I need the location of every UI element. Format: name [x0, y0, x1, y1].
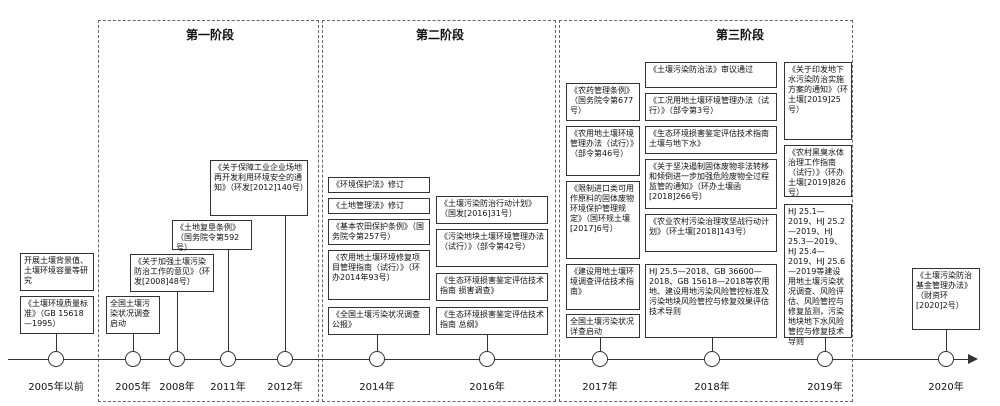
timeline-node-2017 [592, 351, 608, 367]
event-2018-industrial-land: 《工况用地土壤环境管理办法（试行）》（部令第3号） [645, 93, 777, 121]
event-2012-notice: 《关于保障工业企业场地再开发利用环境安全的通知》（环发[2012]140号） [210, 160, 308, 216]
event-2019-groundwater: 《关于印发地下水污染防治实施方案的通知》（环土壤[2019]25号） [784, 62, 852, 140]
event-2017-farmland-management: 《农用地土壤环境管理办法（试行）》（部令第46号） [566, 126, 640, 176]
event-2017-site-guide: 《建设用地土壤环境调查评估技术指南》 [566, 264, 640, 310]
timeline-arrow-icon [968, 354, 978, 364]
year-label-2012: 2012年 [267, 382, 303, 393]
event-2019-black-water: 《农村黑臭水体治理工作指南（试行）》（环办土壤[2019]826号） [784, 145, 852, 197]
connector-2017 [600, 338, 601, 351]
event-pre2005-standard: 《土壤环境质量标准》（GB 15618—1995） [20, 296, 94, 334]
event-2011-regulation: 《土地复垦条例》（国务院令第592号） [172, 220, 252, 252]
event-2016-damage-general: 《生态环境损害鉴定评估技术指南 总纲》 [436, 307, 548, 335]
year-label-2011: 2011年 [210, 382, 246, 393]
event-pre2005-research: 开展土壤背景值、土壤环境容量等研究 [20, 253, 94, 291]
stage-3-title: 第三阶段 [715, 28, 764, 42]
timeline-node-2012 [277, 351, 293, 367]
event-2017-import-waste: 《限制进口类可用作原料的固体废物环境保护管理规定》（国环规土壤[2017]6号） [566, 181, 640, 259]
year-label-2017: 2017年 [582, 382, 618, 393]
year-label-2019: 2019年 [807, 382, 843, 393]
event-2018-standards: HJ 25.5—2018、GB 36600—2018、GB 15618—2018… [645, 264, 777, 338]
connector-2012 [285, 216, 286, 351]
stage-1-title: 第一阶段 [185, 28, 234, 42]
event-2016-contaminated-site: 《污染地块土壤环境管理办法（试行）》（部令第42号） [436, 229, 548, 267]
event-2017-pesticide: 《农药管理条例》（国务院令第677号） [566, 83, 640, 121]
timeline-node-2019 [817, 351, 833, 367]
year-label-2014: 2014年 [359, 382, 395, 393]
connector-2011 [228, 250, 229, 351]
year-label-2018: 2018年 [694, 382, 730, 393]
connector-2014 [377, 335, 378, 351]
connector-2019 [825, 338, 826, 351]
event-2008-opinion: 《关于加强土壤污染防治工作的意见》（环发[2008]48号） [130, 254, 214, 292]
event-2017-detailed-survey: 全国土壤污染状况详查启动 [566, 314, 640, 338]
year-label-pre2005: 2005年以前 [28, 382, 84, 393]
timeline-node-2020 [938, 351, 954, 367]
timeline-node-pre2005 [48, 351, 64, 367]
timeline-node-2008 [169, 351, 185, 367]
event-2016-action-plan: 《土壤污染防治行动计划》（国发[2016]31号） [436, 196, 548, 224]
event-2014-land-law: 《土地管理法》修订 [328, 198, 430, 214]
year-label-2016: 2016年 [469, 382, 505, 393]
year-label-2005: 2005年 [115, 382, 151, 393]
year-label-2008: 2008年 [159, 382, 195, 393]
stage-3-frame [559, 20, 853, 402]
timeline-node-2014 [369, 351, 385, 367]
event-2005-survey: 全国土壤污染状况调查启动 [106, 296, 160, 334]
timeline-node-2011 [220, 351, 236, 367]
connector-2020 [946, 330, 947, 351]
event-2014-bulletin: 《全国土壤污染状况调查公报》 [328, 307, 430, 335]
connector-2018 [712, 338, 713, 351]
year-label-2020: 2020年 [928, 382, 964, 393]
timeline-node-2018 [704, 351, 720, 367]
event-2016-damage-survey: 《生态环境损害鉴定评估技术指南 损害调查》 [436, 273, 548, 301]
event-2014-farmland: 《基本农田保护条例》（国务院令第257号） [328, 219, 430, 245]
event-2014-env-law: 《环境保护法》修订 [328, 177, 430, 193]
connector-pre2005 [56, 334, 57, 351]
event-2018-hazardous-waste: 《关于坚决遏制固体废物非法转移和倾倒进一步加强危险废物全过程监管的通知》（环办土… [645, 159, 777, 209]
event-2018-soil-law: 《土壤污染防治法》审议通过 [645, 62, 777, 88]
connector-2005 [133, 334, 134, 351]
event-2019-hj-standards: HJ 25.1—2019、HJ 25.2—2019、HJ 25.3—2019、H… [784, 204, 852, 346]
timeline-node-2016 [479, 351, 495, 367]
event-2014-remediation-guide: 《农用地土壤环境修复项目管理指南（试行）》（环办2014年93号） [328, 250, 430, 300]
stage-2-frame [322, 20, 556, 402]
stage-1-frame [98, 20, 319, 402]
timeline-node-2005 [125, 351, 141, 367]
event-2020-fund: 《土壤污染防治基金管理办法》（财资环[2020]2号） [912, 268, 980, 330]
connector-2016 [487, 335, 488, 351]
event-2018-damage-soil-water: 《生态环境损害鉴定评估技术指南 土壤与地下水》 [645, 126, 777, 154]
stage-2-title: 第二阶段 [415, 28, 464, 42]
connector-2008 [177, 292, 178, 351]
event-2018-rural-pollution: 《农业农村污染治理攻坚战行动计划》（环土壤[2018]143号） [645, 214, 777, 252]
